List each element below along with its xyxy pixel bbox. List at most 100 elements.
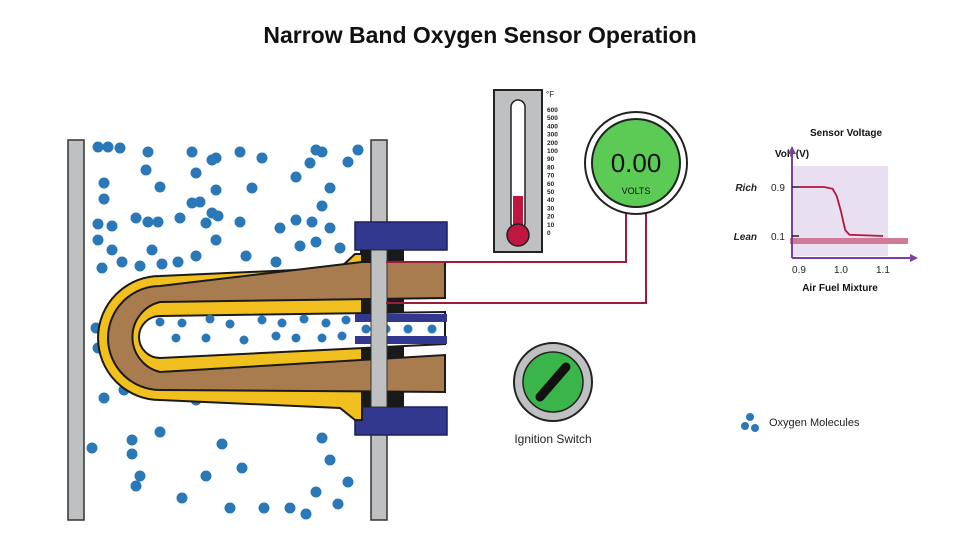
mount-nut-bottom (354, 406, 448, 436)
oxygen-molecule (190, 167, 202, 179)
ignition-switch-label: Ignition Switch (514, 432, 591, 446)
pipe-wall-left (67, 139, 85, 521)
oxygen-molecule (146, 244, 158, 256)
thermometer-scale-label: 70 (547, 173, 555, 180)
exhaust-oxygen-molecules (86, 141, 364, 520)
oxygen-molecule (234, 216, 246, 228)
oxygen-molecule (194, 196, 206, 208)
oxygen-molecule (106, 244, 118, 256)
oxygen-molecule (172, 256, 184, 268)
oxygen-molecule (98, 177, 110, 189)
thermometer-scale-label: 50 (547, 189, 555, 196)
oxygen-molecule (201, 333, 211, 343)
chart-title: Sensor Voltage (810, 128, 882, 139)
oxygen-molecule (176, 492, 188, 504)
oxygen-molecule (92, 141, 104, 153)
oxygen-molecule (277, 318, 287, 328)
sensor-voltage-chart: Sensor Voltage Volt (V) 0.9Rich0.1Lean0.… (734, 128, 918, 294)
oxygen-molecule (130, 212, 142, 224)
oxygen-molecule (342, 156, 354, 168)
oxygen-molecule (142, 146, 154, 158)
pipe-wall-overlap (370, 249, 388, 408)
oxygen-molecule (156, 258, 168, 270)
x-axis-arrow-icon (910, 254, 918, 262)
thermometer-scale-label: 90 (547, 156, 555, 163)
oxygen-molecule (152, 216, 164, 228)
oxygen-molecule (134, 260, 146, 272)
sensor-voltage-curve (799, 186, 884, 237)
x-tick-label: 1.1 (876, 265, 890, 276)
x-tick-label: 0.9 (792, 265, 806, 276)
oxygen-molecule (316, 432, 328, 444)
chart-x-axis-label: Air Fuel Mixture (802, 283, 878, 294)
oxygen-molecule (236, 462, 248, 474)
oxygen-molecule (114, 142, 126, 154)
oxygen-molecule (317, 333, 327, 343)
thermometer-scale-label: 10 (547, 222, 555, 229)
oxygen-molecule (304, 157, 316, 169)
thermometer-scale-label: 20 (547, 214, 555, 221)
oxygen-molecule (116, 256, 128, 268)
oxygen-molecule (294, 240, 306, 252)
thermometer-scale-label: 0 (547, 230, 551, 237)
oxygen-molecule (216, 438, 228, 450)
oxygen-molecule (210, 184, 222, 196)
oxygen-molecule (337, 331, 347, 341)
oxygen-molecule (126, 448, 138, 460)
voltmeter-reading: 0.00 (611, 148, 662, 178)
oxygen-molecule (200, 470, 212, 482)
y-side-label: Lean (734, 232, 757, 243)
oxygen-molecule (284, 502, 296, 514)
oxygen-molecule (86, 442, 98, 454)
oxygen-molecule (334, 242, 346, 254)
oxygen-molecule (361, 324, 371, 334)
thermometer-scale-label: 400 (547, 123, 558, 130)
oxygen-molecule (246, 182, 258, 194)
oxygen-molecule (177, 318, 187, 328)
page-title: Narrow Band Oxygen Sensor Operation (263, 22, 697, 48)
oxygen-molecule (174, 212, 186, 224)
oxygen-molecule (299, 314, 309, 324)
oxygen-molecule (316, 146, 328, 158)
oxygen-molecule (224, 502, 236, 514)
oxygen-molecule (240, 250, 252, 262)
oxygen-molecule (155, 317, 165, 327)
oxygen-molecule (257, 315, 267, 325)
oxygen-molecule (210, 234, 222, 246)
thermometer-mercury (513, 196, 523, 232)
oxygen-molecule (300, 508, 312, 520)
ceramic-element (107, 261, 446, 394)
oxygen-molecule (92, 234, 104, 246)
ignition-switch[interactable]: Ignition Switch (513, 342, 593, 446)
collar-strip-upper (355, 314, 447, 322)
oxygen-molecule (134, 470, 146, 482)
oxygen-molecule (205, 314, 215, 324)
oxygen-molecule (290, 171, 302, 183)
thermometer-scale-label: 300 (547, 132, 558, 139)
thermometer-unit: °F (546, 90, 554, 99)
oxygen-molecule (291, 333, 301, 343)
voltmeter-unit: VOLTS (622, 186, 651, 196)
thermometer-scale-label: 600 (547, 107, 558, 114)
oxygen-molecule (200, 217, 212, 229)
y-side-label: Rich (735, 183, 757, 194)
oxygen-molecule (225, 319, 235, 329)
reference-air-channel (138, 310, 446, 360)
y-axis-arrow-icon (788, 146, 796, 154)
oxygen-molecule (239, 335, 249, 345)
oxygen-molecule (92, 218, 104, 230)
oxygen-molecule (154, 181, 166, 193)
voltmeter-face (591, 118, 681, 208)
ignition-key-slot (535, 362, 571, 402)
x-tick-label: 1.0 (834, 265, 848, 276)
oxygen-molecule (234, 146, 246, 158)
oxygen-molecule (98, 392, 110, 404)
oxygen-molecule (316, 200, 328, 212)
oxygen-molecule (324, 454, 336, 466)
voltmeter: 0.00 VOLTS (584, 111, 688, 215)
legend-molecule-icon (746, 413, 754, 421)
oxygen-molecule (310, 236, 322, 248)
